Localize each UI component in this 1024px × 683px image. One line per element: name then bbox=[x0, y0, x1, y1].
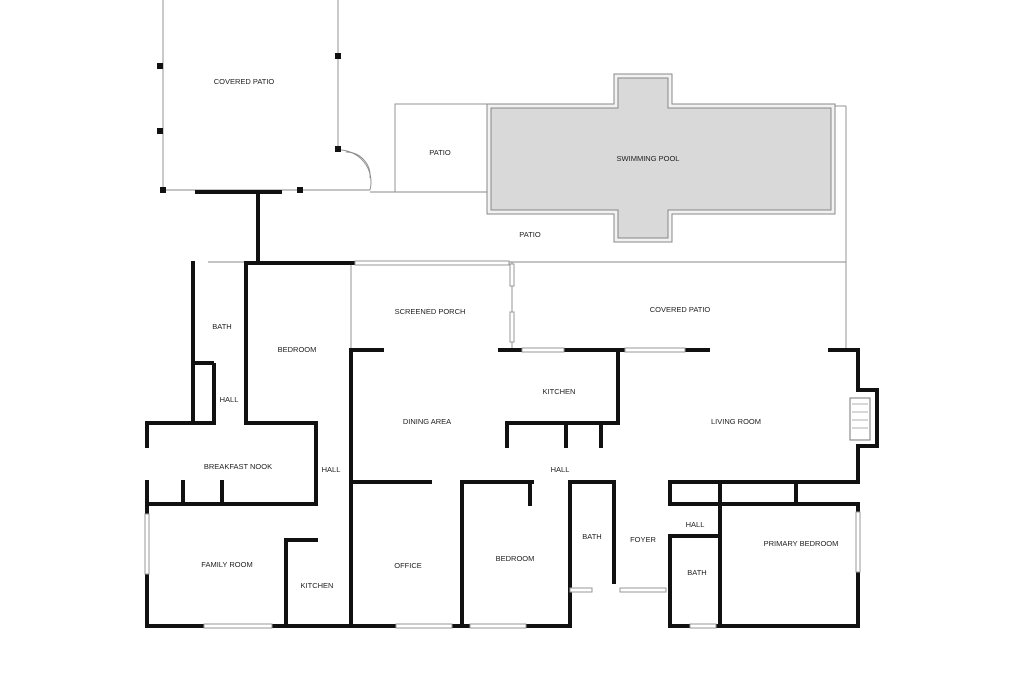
label-living-room: LIVING ROOM bbox=[711, 417, 761, 426]
label-office: OFFICE bbox=[394, 561, 422, 570]
label-hall-mid: HALL bbox=[322, 465, 341, 474]
patio-posts bbox=[157, 53, 341, 193]
label-hall-left: HALL bbox=[220, 395, 239, 404]
label-patio-main: PATIO bbox=[519, 230, 541, 239]
label-bath-left: BATH bbox=[212, 322, 231, 331]
label-swimming-pool: SWIMMING POOL bbox=[617, 154, 680, 163]
label-covered-patio-top: COVERED PATIO bbox=[214, 77, 275, 86]
label-kitchen-center: KITCHEN bbox=[543, 387, 576, 396]
label-foyer: FOYER bbox=[630, 535, 656, 544]
label-kitchen-left: KITCHEN bbox=[301, 581, 334, 590]
label-hall-right: HALL bbox=[686, 520, 705, 529]
label-hall-center: HALL bbox=[551, 465, 570, 474]
room-labels: COVERED PATIO PATIO SWIMMING POOL PATIO … bbox=[201, 77, 838, 590]
label-breakfast-nook: BREAKFAST NOOK bbox=[204, 462, 272, 471]
label-bedroom-center: BEDROOM bbox=[496, 554, 535, 563]
label-patio-small: PATIO bbox=[429, 148, 451, 157]
swimming-pool bbox=[486, 73, 836, 243]
label-primary-bedroom: PRIMARY BEDROOM bbox=[764, 539, 839, 548]
walls bbox=[145, 190, 879, 628]
label-screened-porch: SCREENED PORCH bbox=[395, 307, 466, 316]
label-bath-right: BATH bbox=[687, 568, 706, 577]
windows bbox=[144, 260, 871, 629]
label-covered-patio-right: COVERED PATIO bbox=[650, 305, 711, 314]
label-dining-area: DINING AREA bbox=[403, 417, 451, 426]
label-bedroom-left: BEDROOM bbox=[278, 345, 317, 354]
label-family-room: FAMILY ROOM bbox=[201, 560, 252, 569]
label-bath-center: BATH bbox=[582, 532, 601, 541]
